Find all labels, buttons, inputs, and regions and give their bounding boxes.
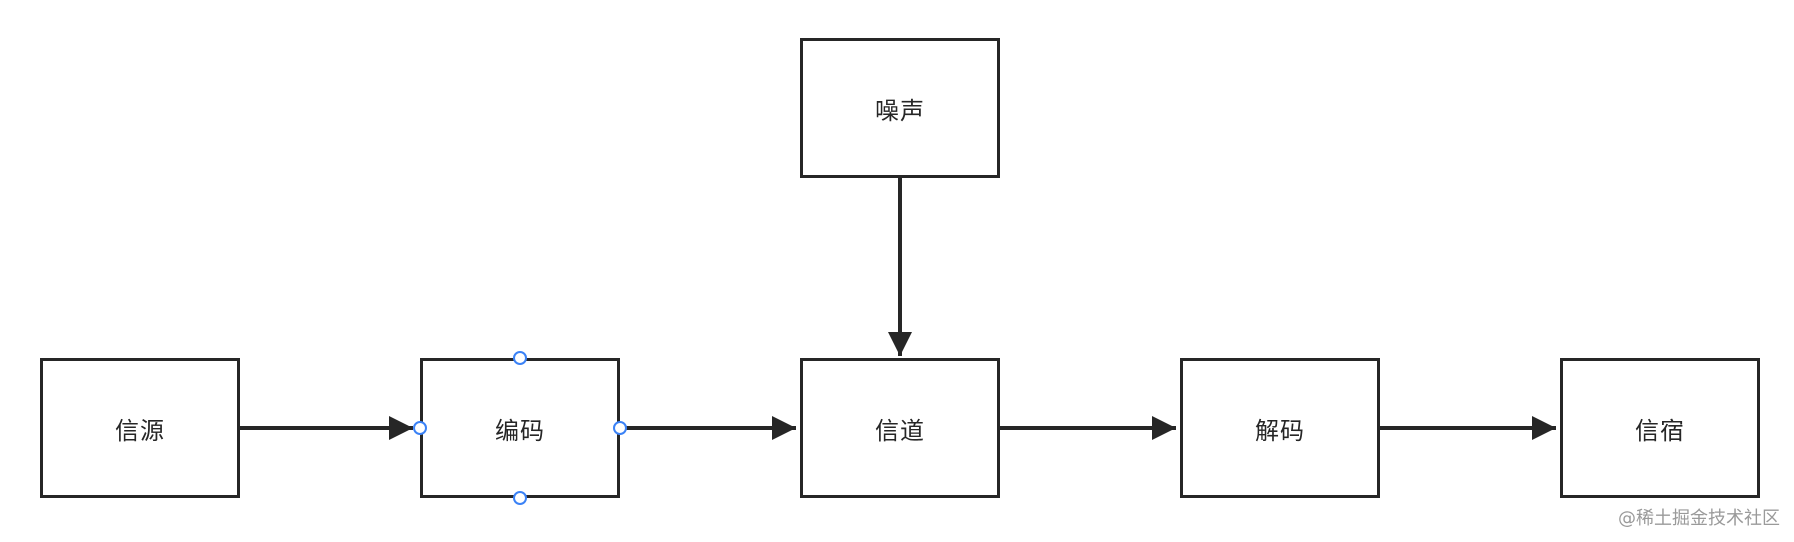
node-decoder[interactable]: 解码 <box>1180 358 1380 498</box>
node-noise-label: 噪声 <box>875 96 925 125</box>
node-channel[interactable]: 信道 <box>800 358 1000 498</box>
node-source[interactable]: 信源 <box>40 358 240 498</box>
node-source-label: 信源 <box>115 416 165 445</box>
node-channel-label: 信道 <box>875 416 925 445</box>
selection-handle-left[interactable] <box>413 421 427 435</box>
selection-handle-bottom[interactable] <box>513 491 527 505</box>
node-encoder[interactable]: 编码 <box>420 358 620 498</box>
selection-handle-top[interactable] <box>513 351 527 365</box>
node-encoder-label: 编码 <box>495 416 545 445</box>
node-noise[interactable]: 噪声 <box>800 38 1000 178</box>
node-destination[interactable]: 信宿 <box>1560 358 1760 498</box>
node-destination-label: 信宿 <box>1635 416 1685 445</box>
node-decoder-label: 解码 <box>1255 416 1305 445</box>
watermark: @稀土掘金技术社区 <box>1618 508 1780 529</box>
selection-handle-right[interactable] <box>613 421 627 435</box>
